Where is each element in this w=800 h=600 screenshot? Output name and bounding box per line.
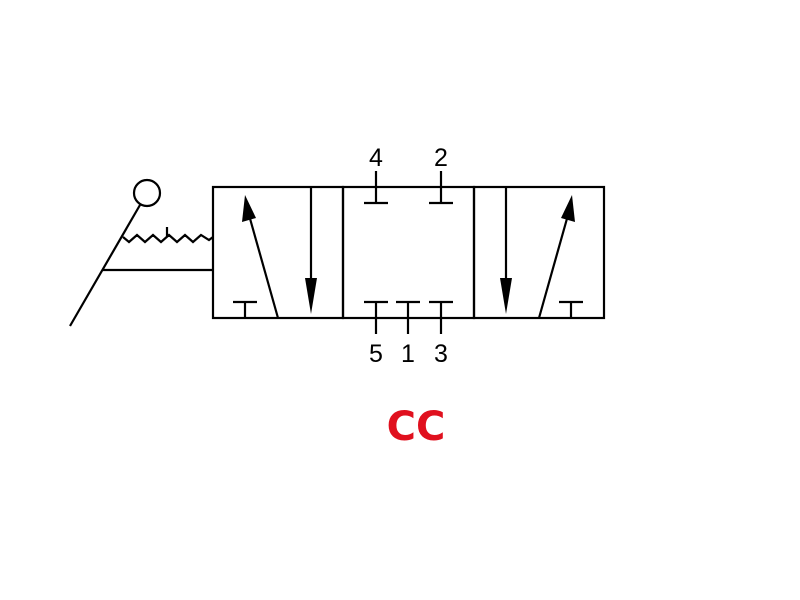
right-arrowhead-down — [500, 278, 512, 314]
detent-spring — [122, 233, 214, 244]
valve-left-position — [211, 185, 345, 320]
right-arrow-up-line — [537, 214, 570, 319]
port-label-3: 3 — [434, 340, 448, 368]
valve-right-position — [472, 185, 606, 320]
left-arrowhead-down — [305, 278, 317, 314]
port-label-1: 1 — [401, 340, 415, 368]
right-box-flow — [504, 187, 583, 319]
lever-knob — [132, 178, 162, 208]
right-box-arrowheads — [500, 195, 575, 314]
left-arrowhead-up — [242, 195, 256, 222]
lever-actuator — [69, 178, 214, 327]
valve-center-position — [341, 185, 476, 320]
center-box-ports — [364, 171, 453, 334]
center-code-label: CC — [387, 404, 446, 450]
left-box-flow — [233, 187, 313, 319]
port-label-5: 5 — [369, 340, 383, 368]
lever-arm — [69, 204, 141, 327]
port-label-2: 2 — [434, 144, 448, 172]
right-arrowhead-up — [561, 195, 575, 222]
left-arrow-up-line — [247, 214, 280, 319]
port-label-4: 4 — [369, 144, 383, 172]
left-box-arrowheads — [242, 195, 317, 314]
